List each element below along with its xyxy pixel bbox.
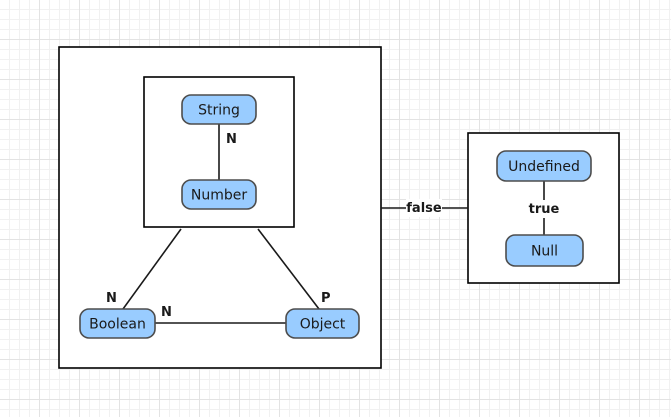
- edge-label-number-boolean: N: [106, 291, 117, 306]
- node-string-label: String: [198, 103, 240, 119]
- node-null[interactable]: Null: [505, 234, 584, 267]
- node-undefined[interactable]: Undefined: [496, 150, 592, 182]
- edge-label-string-number: N: [226, 132, 237, 147]
- node-object-label: Object: [300, 317, 346, 333]
- edge-label-undefined-null-bg: [527, 200, 561, 218]
- edge-label-group-link: false: [406, 201, 442, 216]
- edge-label-number-object: P: [321, 291, 331, 306]
- node-number[interactable]: Number: [181, 179, 257, 210]
- edge-number-object[interactable]: [257, 228, 320, 310]
- node-null-label: Null: [531, 244, 558, 260]
- node-string[interactable]: String: [181, 94, 257, 125]
- node-boolean[interactable]: Boolean: [79, 308, 156, 339]
- node-undefined-label: Undefined: [508, 159, 580, 175]
- node-number-label: Number: [191, 188, 247, 204]
- node-boolean-label: Boolean: [89, 317, 146, 333]
- node-object[interactable]: Object: [285, 308, 360, 339]
- edge-label-boolean-object: N: [161, 305, 172, 320]
- edge-label-undefined-null: true: [529, 202, 560, 217]
- edge-number-boolean[interactable]: [122, 228, 182, 310]
- edge-label-group-link-bg: [406, 199, 442, 217]
